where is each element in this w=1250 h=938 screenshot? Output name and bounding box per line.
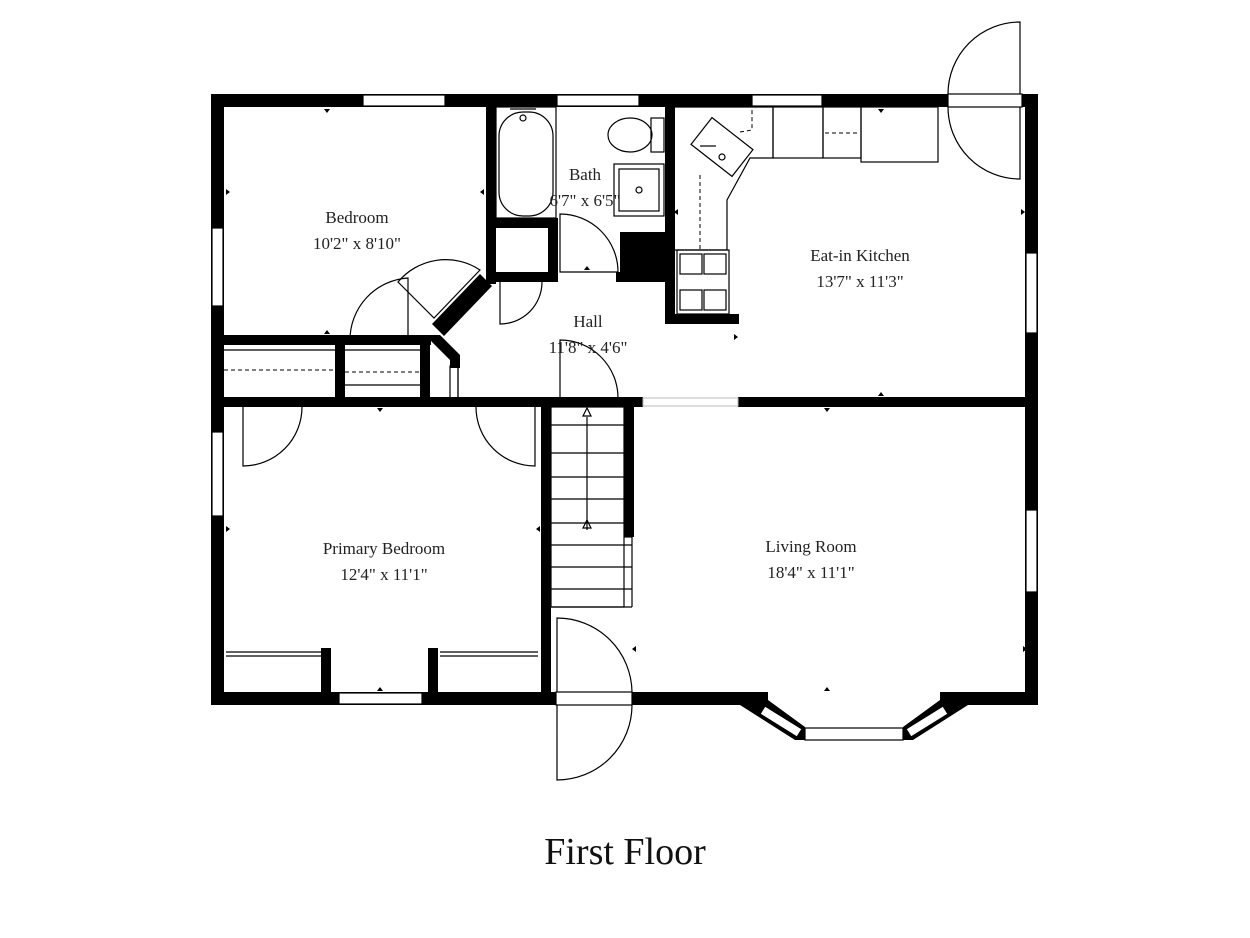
interior-walls [211, 94, 1038, 705]
doors [242, 21, 1023, 781]
closets [224, 349, 538, 657]
room-size-bedroom: 10'2" x 8'10" [313, 234, 401, 253]
room-labels: Bedroom 10'2" x 8'10" Bath 6'7" x 6'5" E… [313, 165, 910, 584]
room-name-bath: Bath [569, 165, 602, 184]
room-size-living-room: 18'4" x 11'1" [767, 563, 854, 582]
room-size-eat-in-kitchen: 13'7" x 11'3" [816, 272, 903, 291]
room-name-living-room: Living Room [765, 537, 856, 556]
room-size-bath: 6'7" x 6'5" [549, 191, 620, 210]
room-name-bedroom: Bedroom [325, 208, 388, 227]
staircase [550, 406, 633, 608]
room-name-hall: Hall [573, 312, 603, 331]
windows [211, 94, 1038, 705]
room-size-hall: 11'8" x 4'6" [549, 338, 628, 357]
plan-title: First Floor [544, 831, 706, 873]
bay-window [740, 692, 968, 741]
room-name-primary-bedroom: Primary Bedroom [323, 539, 445, 558]
kitchen-fixtures [675, 106, 939, 315]
room-name-eat-in-kitchen: Eat-in Kitchen [810, 246, 910, 265]
room-size-primary-bedroom: 12'4" x 11'1" [340, 565, 427, 584]
dimension-markers [226, 109, 1027, 691]
bath-fixtures [495, 106, 665, 219]
